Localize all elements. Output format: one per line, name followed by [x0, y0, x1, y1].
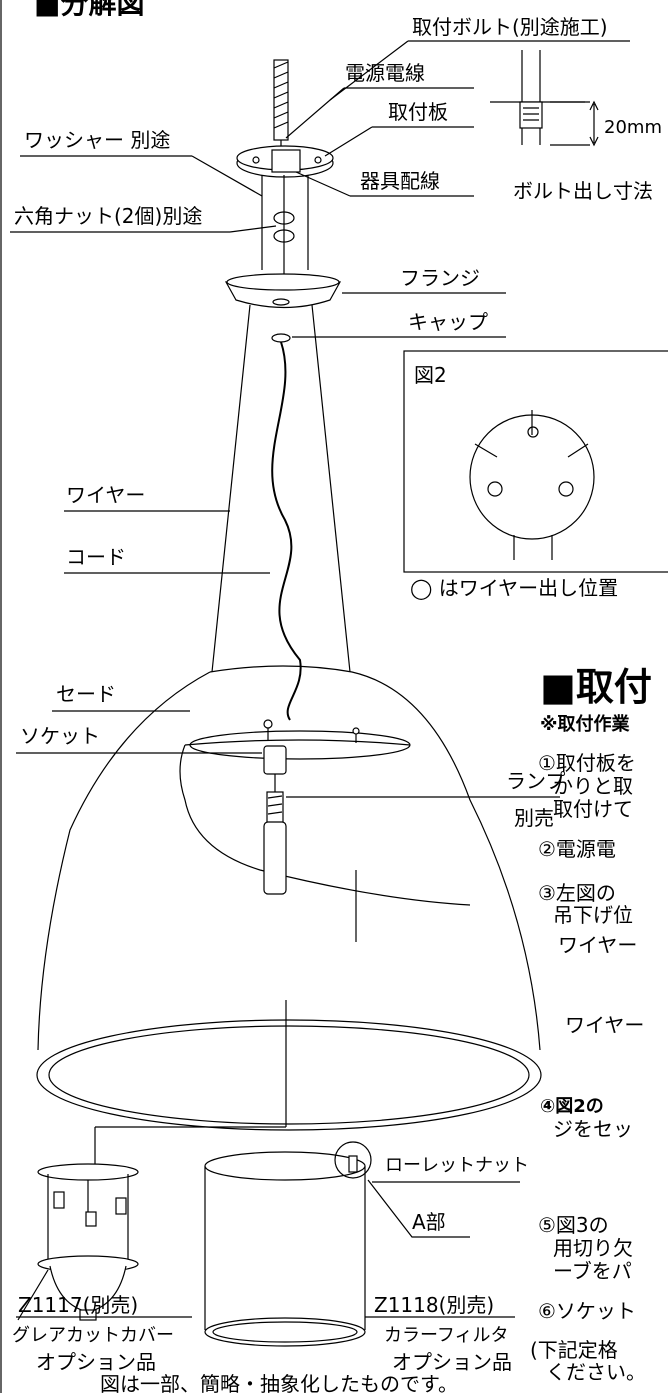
step1-c: 取付けて	[553, 797, 633, 821]
glare-cover-drawing	[37, 1163, 139, 1321]
cap-label: キャップ	[408, 310, 488, 334]
shade-label: セード	[56, 682, 116, 706]
power-wire-label: 電源電線	[345, 61, 425, 85]
step4-a: ④図2の	[540, 1096, 604, 1117]
washer-label: ワッシャー 別途	[24, 128, 170, 152]
power-wire-drawing	[273, 59, 289, 165]
step3-d: ワイヤー	[565, 1013, 644, 1037]
cord-drawing	[271, 341, 302, 721]
hex-nut-label: 六角ナット(2個)別途	[14, 204, 202, 228]
step6: ⑥ソケット	[538, 1299, 636, 1323]
glare-cover-label: グレアカットカバー	[12, 1325, 174, 1346]
install-note: ※取付作業	[540, 713, 630, 735]
step5-c: ーブをパ	[553, 1259, 632, 1283]
option2-label: オプション品	[392, 1350, 512, 1374]
wire-label: ワイヤー	[66, 483, 145, 507]
option-connector	[94, 1000, 287, 1168]
figure2-box: 図2	[403, 350, 668, 573]
option1-label: オプション品	[36, 1350, 156, 1374]
washer-leader	[20, 155, 263, 197]
bolt-dimension-label: 20mm	[604, 117, 662, 138]
figure2-caption: ◯ はワイヤー出し位置	[410, 576, 618, 600]
power-wire-leader	[285, 87, 474, 139]
color-filter-label: カラーフィルタ	[384, 1325, 509, 1346]
step1-b: かりと取	[553, 774, 633, 798]
step4-b: ジをセッ	[553, 1117, 633, 1141]
wire-left	[211, 304, 251, 673]
lamp-label: ランプ	[506, 769, 565, 793]
fixture-wiring-leader	[295, 171, 474, 197]
cap-drawing	[271, 333, 291, 343]
part-a-label: A部	[412, 1210, 446, 1234]
step7-b: ください。	[546, 1360, 646, 1384]
shade-drawing	[36, 665, 542, 1131]
z1118-label: Z1118(別売)	[374, 1293, 494, 1317]
footnote: 図は一部、簡略・抽象化したものです。	[100, 1372, 458, 1393]
step5-b: 用切り欠	[553, 1236, 633, 1260]
step1-a: ①取付板を	[538, 751, 636, 775]
mount-plate-drawing	[236, 145, 334, 300]
fixture-wiring-label: 器具配線	[360, 169, 440, 193]
step3-c: ワイヤー	[558, 933, 637, 957]
step3-a: ③左図の	[538, 881, 616, 905]
flange-drawing	[224, 273, 342, 309]
install-heading: ■取付	[540, 665, 652, 709]
flange-label: フランジ	[400, 266, 480, 290]
cord-label: コード	[66, 545, 126, 569]
step5-a: ⑤図3の	[538, 1213, 609, 1237]
mount-plate-label: 取付板	[388, 100, 448, 124]
step2: ②電源電	[538, 837, 616, 861]
z1117-leader	[17, 1269, 49, 1321]
socket-lamp-drawing	[263, 719, 360, 895]
step7-a: (下記定格	[530, 1338, 618, 1362]
bolt-length-label: ボルト出し寸法	[513, 179, 653, 203]
figure2-title: 図2	[414, 363, 447, 387]
lamp-sold-label: 別売	[514, 806, 554, 830]
bolt-label: 取付ボルト(別途施工)	[412, 15, 608, 39]
color-filter-drawing	[204, 1141, 372, 1347]
mount-plate-leader	[324, 126, 474, 157]
bolt-leader	[329, 40, 630, 101]
step3-b: 吊下げ位	[553, 903, 633, 927]
hex-nut-leader	[10, 225, 277, 233]
bolt-detail-drawing	[490, 50, 599, 147]
z1117-label: Z1117(別売)	[18, 1293, 138, 1317]
knurled-nut-label: ローレットナット	[385, 1155, 529, 1176]
page-title: ■分解図	[34, 0, 144, 20]
socket-label: ソケット	[20, 724, 100, 748]
part-a-leader	[367, 1179, 470, 1238]
wire-right	[311, 304, 351, 673]
